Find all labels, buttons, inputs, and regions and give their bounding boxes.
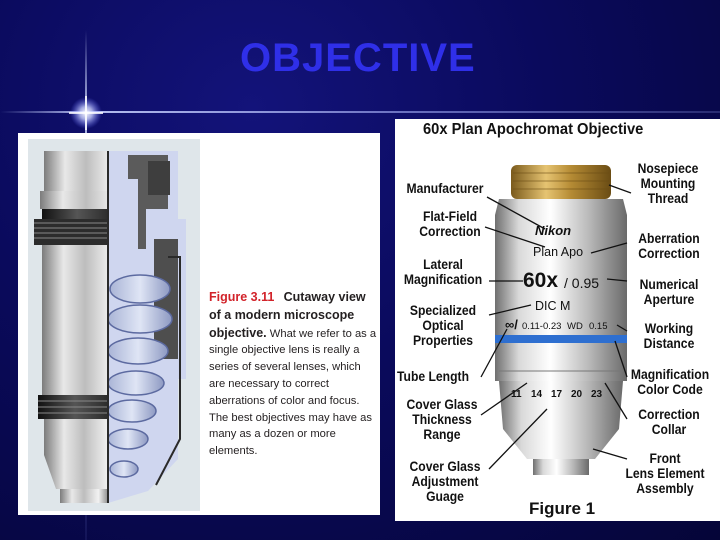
engraving-wd-value: 0.15 — [589, 321, 608, 332]
collar-scale-tick: 23 — [591, 389, 603, 400]
caption-figure-number: Figure 3.11 — [209, 290, 275, 304]
labeled-objective-panel: 60x Plan Apochromat Objective Nikon Plan… — [395, 119, 720, 521]
objective-diagram-title: 60x Plan Apochromat Objective — [423, 121, 644, 138]
collar-scale-tick: 14 — [531, 389, 543, 400]
engraving-wd-label: WD — [567, 321, 583, 332]
objective-diagram — [480, 165, 632, 475]
horizontal-divider — [0, 111, 720, 113]
engraving-brand: Nikon — [535, 223, 572, 238]
lens-flare-icon — [69, 96, 103, 130]
engraving-infinity: ∞/ — [505, 317, 518, 332]
collar-scale-tick: 17 — [551, 389, 563, 400]
collar-scale-tick: 11 — [511, 389, 522, 400]
caption-body: What we refer to as a single objective l… — [209, 327, 377, 458]
label-cover-glass-thickness-range: Cover Glass Thickness Range — [406, 397, 478, 442]
label-working-distance: Working Distance — [643, 321, 695, 351]
caption-lead: Cutaway view of a modern microscope obje… — [209, 290, 366, 340]
engraving-type: Plan Apo — [533, 245, 584, 259]
label-nosepiece-mounting-thread: Nosepiece Mounting Thread — [637, 161, 699, 206]
engraving-na: / 0.95 — [564, 275, 600, 291]
label-lateral-magnification: Lateral Magnification — [403, 257, 483, 287]
engraving-dic: DIC M — [535, 299, 571, 313]
label-numerical-aperture: Numerical Aperture — [639, 277, 699, 307]
collar-scale-tick: 20 — [571, 389, 583, 400]
slide-title: OBJECTIVE — [240, 36, 476, 80]
magnification-color-band — [495, 335, 627, 343]
label-tube-length: Tube Length — [397, 369, 469, 384]
figure-caption: Figure 3.11 Cutaway view of a modern mic… — [209, 289, 377, 460]
label-magnification-color-code: Magnification Color Code — [630, 367, 710, 397]
engraving-magnification: 60x — [523, 269, 559, 292]
label-specialized-optical-properties: Specialized Optical Properties — [409, 303, 477, 348]
engraving-coverslip-range: 0.11-0.23 — [522, 321, 562, 332]
label-flat-field-correction: Flat-Field Correction — [419, 209, 481, 239]
cutaway-objective-illustration — [28, 139, 200, 511]
label-manufacturer: Manufacturer — [406, 181, 484, 196]
label-correction-collar: Correction Collar — [638, 407, 700, 437]
label-front-lens-element-assembly: Front Lens Element Assembly — [625, 451, 705, 496]
cutaway-figure-panel: Figure 3.11 Cutaway view of a modern mic… — [18, 133, 380, 515]
figure-1-label: Figure 1 — [529, 499, 596, 518]
label-aberration-correction: Aberration Correction — [638, 231, 700, 261]
label-cover-glass-adjustment-guage: Cover Glass Adjustment Guage — [409, 459, 481, 504]
